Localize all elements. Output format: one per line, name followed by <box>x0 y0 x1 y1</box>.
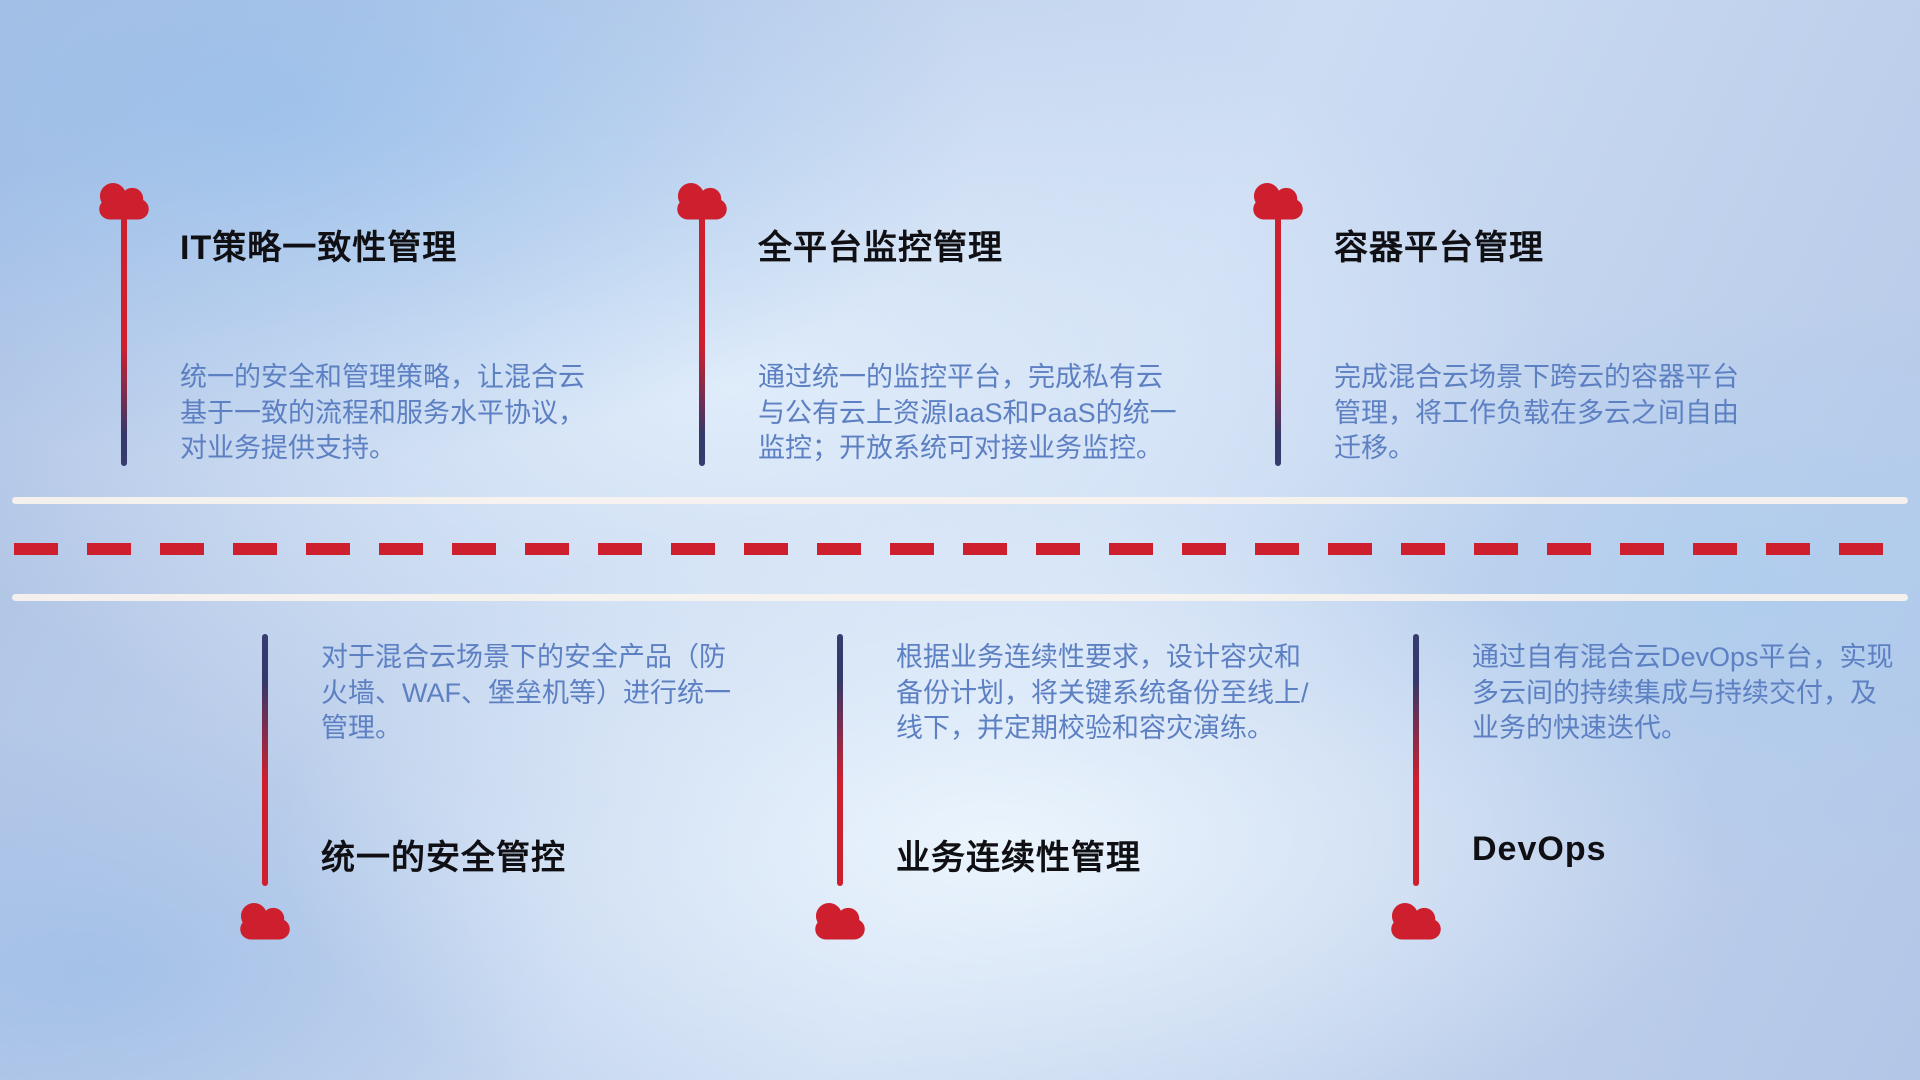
feature-item-monitoring: 全平台监控管理 通过统一的监控平台，完成私有云与公有云上资源IaaS和PaaS的… <box>668 178 1188 488</box>
feature-item-business-continuity: 根据业务连续性要求，设计容灾和备份计划，将关键系统备份至线上/线下，并定期校验和… <box>806 630 1326 960</box>
feature-title: IT策略一致性管理 <box>180 229 458 267</box>
feature-description: 统一的安全和管理策略，让混合云基于一致的流程和服务水平协议，对业务提供支持。 <box>180 362 585 464</box>
cloud-icon <box>232 898 298 941</box>
feature-item-security-control: 对于混合云场景下的安全产品（防火墙、WAF、堡垒机等）进行统一管理。 统一的安全… <box>231 630 751 960</box>
feature-description: 根据业务连续性要求，设计容灾和备份计划，将关键系统备份至线上/线下，并定期校验和… <box>896 642 1309 744</box>
cloud-icon <box>1383 898 1449 941</box>
connector-line <box>121 214 127 466</box>
divider-line-bottom <box>12 594 1908 601</box>
connector-line <box>262 634 268 886</box>
feature-item-it-policy: IT策略一致性管理 统一的安全和管理策略，让混合云基于一致的流程和服务水平协议，… <box>90 178 610 488</box>
connector-line <box>1413 634 1419 886</box>
cloud-icon <box>91 178 157 221</box>
connector-line <box>1275 214 1281 466</box>
feature-description: 通过自有混合云DevOps平台，实现多云间的持续集成与持续交付，及业务的快速迭代… <box>1472 642 1894 744</box>
connector-line <box>837 634 843 886</box>
connector-line <box>699 214 705 466</box>
feature-description: 对于混合云场景下的安全产品（防火墙、WAF、堡垒机等）进行统一管理。 <box>321 642 731 744</box>
feature-title: 业务连续性管理 <box>896 839 1141 877</box>
feature-description: 通过统一的监控平台，完成私有云与公有云上资源IaaS和PaaS的统一监控；开放系… <box>758 362 1177 464</box>
feature-description: 完成混合云场景下跨云的容器平台管理，将工作负载在多云之间自由迁移。 <box>1334 362 1739 464</box>
feature-title: 容器平台管理 <box>1334 229 1544 267</box>
cloud-icon <box>807 898 873 941</box>
feature-item-devops: 通过自有混合云DevOps平台，实现多云间的持续集成与持续交付，及业务的快速迭代… <box>1382 630 1902 960</box>
dashed-center-line <box>14 543 1906 555</box>
feature-title: 统一的安全管控 <box>321 839 566 877</box>
divider-line-top <box>12 497 1908 504</box>
feature-title: DevOps <box>1472 830 1607 868</box>
cloud-icon <box>669 178 735 221</box>
feature-title: 全平台监控管理 <box>758 229 1003 267</box>
cloud-icon <box>1245 178 1311 221</box>
feature-item-container-platform: 容器平台管理 完成混合云场景下跨云的容器平台管理，将工作负载在多云之间自由迁移。 <box>1244 178 1764 488</box>
